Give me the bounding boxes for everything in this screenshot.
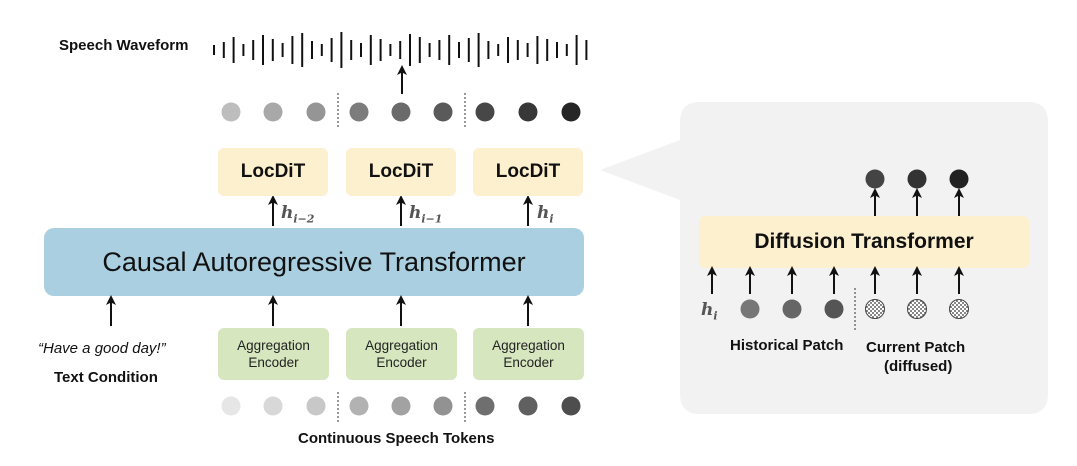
token-dot [306,102,326,122]
token-dot [263,396,283,416]
aggregation-encoder-2: Aggregation Encoder [346,328,457,380]
token-dot [518,102,538,122]
token-dot [349,102,369,122]
noisy-token [949,299,969,319]
token-dot [391,396,411,416]
waveform-label: Speech Waveform [59,37,189,54]
token-dot [561,396,581,416]
locdit-label: LocDiT [495,161,561,182]
locdit-label: LocDiT [368,161,434,182]
transformer-label-box: Causal Autoregressive Transformer [44,228,584,296]
historical-token [740,299,760,319]
output-token [949,169,969,189]
locdit-box-1: LocDiT [218,148,328,196]
locdit-box-3: LocDiT [473,148,583,196]
token-dot [561,102,581,122]
token-dot [475,102,495,122]
diffusion-transformer-label: Diffusion Transformer [754,230,974,253]
historical-token [824,299,844,319]
causal-transformer-box [44,228,584,296]
token-dot [475,396,495,416]
historical-patch-label: Historical Patch [730,337,844,354]
token-dot [433,396,453,416]
continuous-tokens [221,396,581,416]
text-prompt: “Have a good day!” [38,340,166,357]
current-patch-note: (diffused) [884,358,953,375]
locdit-box-2: LocDiT [346,148,456,196]
token-dot [306,396,326,416]
output-token [865,169,885,189]
token-dot [518,396,538,416]
transformer-label: Causal Autoregressive Transformer [102,246,526,277]
aggregation-encoder-1: Aggregation Encoder [218,328,329,380]
diffusion-transformer-box [699,216,1029,268]
output-token [907,169,927,189]
historical-token [782,299,802,319]
token-dot [221,102,241,122]
locdit-label: LocDiT [240,161,306,182]
aggregation-encoder-3: Aggregation Encoder [473,328,584,380]
noisy-token [907,299,927,319]
token-dot [221,396,241,416]
hidden-state-label: hi−2 [281,203,315,226]
current-patch-label: Current Patch [866,339,966,356]
text-condition-label: Text Condition [54,369,158,386]
speech-waveform [213,32,588,68]
input-state-label: hi [701,300,718,323]
token-dot [433,102,453,122]
token-dot [263,102,283,122]
hidden-state-label: hi [537,203,554,226]
hidden-state-label: hi−1 [409,203,443,226]
continuous-tokens-label: Continuous Speech Tokens [298,430,495,447]
generated-tokens [221,102,581,122]
noisy-token [865,299,885,319]
token-dot [349,396,369,416]
token-dot [391,102,411,122]
diffusion-transformer-label-box: Diffusion Transformer [699,216,1029,268]
